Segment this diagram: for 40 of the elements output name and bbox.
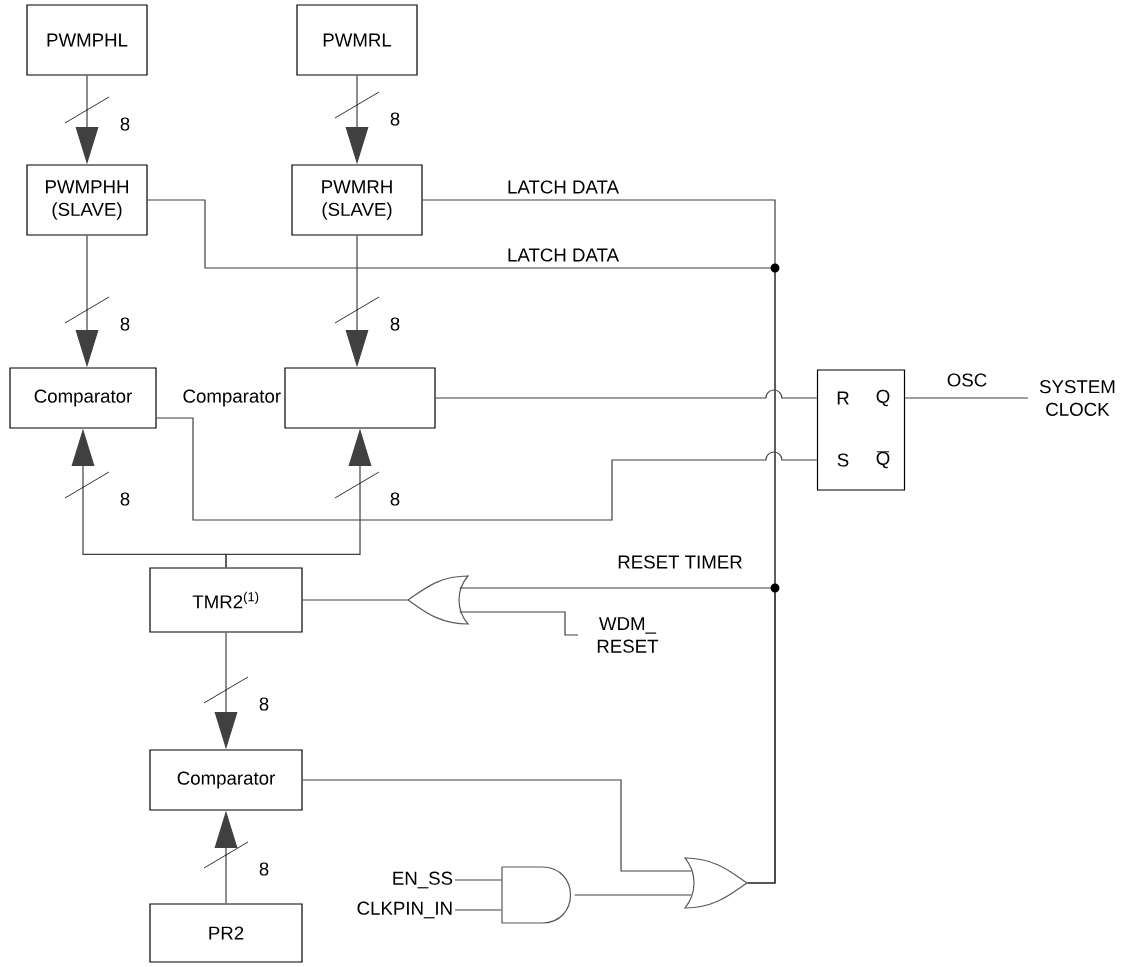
wire	[147, 199, 776, 884]
bus-width-label: 8	[120, 117, 130, 131]
bus-width-label: 8	[390, 317, 400, 331]
wire	[302, 599, 408, 601]
edge-label: RESET TIMER	[615, 554, 745, 570]
register-box: PWMPHL	[26, 4, 148, 76]
flip-flop-box: R Q S Q	[816, 369, 906, 491]
wire	[574, 894, 692, 896]
edge-label: LATCH DATA	[505, 179, 621, 195]
bus-width-label: 8	[259, 862, 269, 876]
or-gate	[684, 857, 748, 909]
comparator-box: Comparator	[183, 367, 436, 429]
bus-width-label: 8	[120, 317, 130, 331]
edge-label: LATCH DATA	[505, 247, 621, 263]
register-box: PWMRL	[296, 4, 418, 76]
wire	[435, 389, 818, 399]
signal-label: SYSTEM CLOCK	[1039, 380, 1115, 416]
wire	[454, 909, 502, 911]
node-label: Comparator	[183, 389, 281, 407]
wire	[302, 779, 692, 872]
register-box: PR2	[149, 903, 303, 963]
or-gate	[407, 575, 469, 625]
edge-label: OSC	[945, 372, 989, 388]
wire	[454, 879, 502, 881]
signal-label: EN_SS	[393, 871, 453, 889]
register-box: PWMRH (SLAVE)	[291, 164, 423, 236]
signal-label: WDM_ RESET	[597, 617, 659, 653]
comparator-box: Comparator	[149, 749, 303, 811]
signal-label: CLKPIN_IN	[357, 901, 452, 919]
bus-width-label: 8	[120, 492, 130, 506]
bus-width-label: 8	[390, 492, 400, 506]
comparator-box: Comparator	[9, 367, 157, 429]
bus-width-label: 8	[259, 697, 269, 711]
bus-width-label: 8	[390, 112, 400, 126]
and-gate	[501, 866, 572, 924]
wire	[904, 397, 1029, 399]
timer-box: TMR2$^{(1)}$	[149, 567, 303, 633]
wire	[459, 611, 579, 636]
wire	[156, 417, 818, 521]
register-box: PWMPHH (SLAVE)	[26, 164, 148, 236]
